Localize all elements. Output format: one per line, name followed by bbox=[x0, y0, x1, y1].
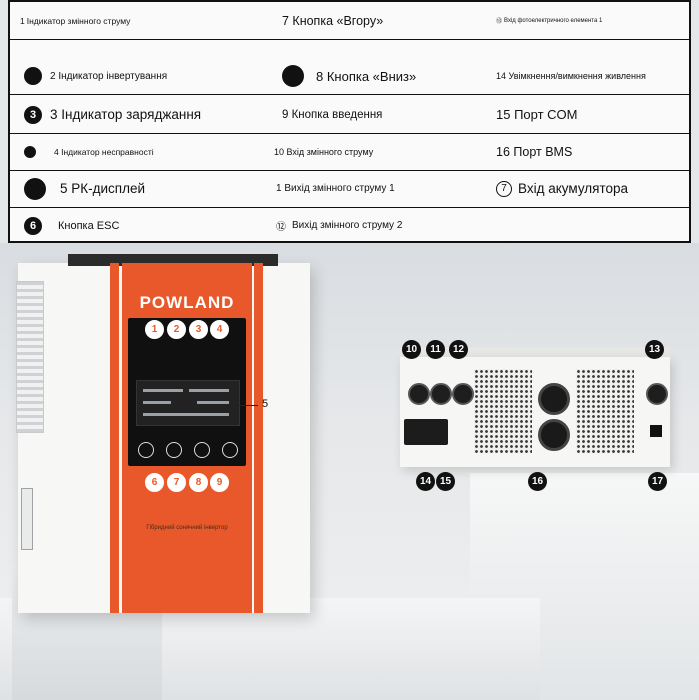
callout-5: 5 bbox=[262, 398, 269, 410]
callout-6: 6 bbox=[145, 473, 164, 492]
legend-label: 7 Кнопка «Вгору» bbox=[282, 13, 384, 28]
legend-label: 2 Індикатор інвертування bbox=[50, 70, 168, 82]
rear-unit-top bbox=[400, 347, 670, 357]
product-tagline: Гібридний сонячний інвертор bbox=[146, 525, 228, 531]
callout-7: 7 bbox=[167, 473, 186, 492]
rear-vent bbox=[474, 369, 532, 453]
pv-input-port bbox=[646, 383, 668, 405]
accent-stripe bbox=[254, 263, 263, 613]
front-panel: POWLAND Гібридний сонячний інвертор bbox=[122, 263, 252, 613]
com-bms-ports bbox=[404, 419, 448, 445]
legend-marker-icon bbox=[24, 146, 36, 158]
legend-row: 3 3 Індикатор заряджання 9 Кнопка введен… bbox=[10, 96, 689, 134]
inverter-rear bbox=[400, 357, 670, 467]
enter-button[interactable] bbox=[222, 442, 238, 458]
brand-logo: POWLAND bbox=[139, 293, 235, 312]
legend-label: 4 Індикатор несправності bbox=[54, 147, 154, 157]
callout-1: 1 bbox=[145, 320, 164, 339]
legend-marker-icon bbox=[24, 67, 42, 85]
rear-vent bbox=[576, 369, 634, 453]
legend-label: 8 Кнопка «Вниз» bbox=[316, 68, 417, 84]
ac-output-port-1 bbox=[430, 383, 452, 405]
legend-label: Вхід фотоелектричного елемента 1 bbox=[504, 17, 603, 24]
legend-row: 4 Індикатор несправності 10 Вхід змінног… bbox=[10, 134, 689, 171]
legend-marker-icon bbox=[282, 65, 304, 87]
product-photo: POWLAND Гібридний сонячний інвертор bbox=[0, 243, 699, 700]
legend-row: 1 Індикатор змінного струму 7 Кнопка «Вг… bbox=[10, 2, 689, 40]
callout-3: 3 bbox=[189, 320, 208, 339]
callout-17: 17 bbox=[648, 472, 667, 491]
callout-11: 11 bbox=[426, 340, 445, 359]
legend-label: 10 Вхід змінного струму bbox=[274, 147, 374, 157]
legend-label: 15 Порт COM bbox=[496, 107, 578, 122]
ac-input-port bbox=[408, 383, 430, 405]
legend-label: 16 Порт BMS bbox=[496, 145, 573, 159]
side-vent bbox=[16, 281, 44, 433]
callout-8: 8 bbox=[189, 473, 208, 492]
side-clamp bbox=[21, 488, 33, 550]
legend-row: 2 Індикатор інвертування 8 Кнопка «Вниз»… bbox=[10, 58, 689, 95]
legend-label: 9 Кнопка введення bbox=[282, 108, 383, 121]
battery-positive-terminal bbox=[538, 383, 570, 415]
callout-2: 2 bbox=[167, 320, 186, 339]
callout-9: 9 bbox=[210, 473, 229, 492]
legend-label: Вхід акумулятора bbox=[518, 181, 629, 196]
legend-label: 14 Увімкнення/вимкнення живлення bbox=[496, 71, 646, 81]
power-switch bbox=[650, 425, 662, 437]
callout-14: 14 bbox=[416, 472, 435, 491]
callout-12: 12 bbox=[449, 340, 468, 359]
legend-number-icon: 3 bbox=[24, 105, 42, 124]
legend-number-icon: 6 bbox=[24, 216, 42, 235]
callout-4: 4 bbox=[210, 320, 229, 339]
callout-15: 15 bbox=[436, 472, 455, 491]
lcd-display bbox=[136, 380, 240, 426]
callout-13: 13 bbox=[645, 340, 664, 359]
legend-label: Індикатор змінного струму bbox=[26, 15, 131, 26]
legend-row: 6 Кнопка ESC ⑫ Вихід змінного струму 2 bbox=[10, 208, 689, 243]
control-panel bbox=[128, 318, 246, 466]
legend-number: ⑬ bbox=[496, 19, 503, 25]
down-button[interactable] bbox=[194, 442, 210, 458]
legend-label: 3 Індикатор заряджання bbox=[50, 107, 202, 122]
legend-row: 5 РК-дисплей 1 Вихід змінного струму 1 7… bbox=[10, 170, 689, 208]
legend-table: 1 Індикатор змінного струму 7 Кнопка «Вг… bbox=[8, 0, 691, 243]
legend-label: 1 Вихід змінного струму 1 bbox=[276, 183, 395, 194]
legend-label: Кнопка ESC bbox=[58, 219, 120, 232]
legend-number: 1 bbox=[20, 15, 25, 26]
callout-leader bbox=[228, 405, 258, 406]
up-button[interactable] bbox=[166, 442, 182, 458]
legend-number-icon: 7 bbox=[496, 180, 512, 197]
accent-stripe bbox=[110, 263, 119, 613]
button-row bbox=[138, 442, 238, 458]
inverter-front: POWLAND Гібридний сонячний інвертор bbox=[16, 254, 310, 613]
ac-output-port-2 bbox=[452, 383, 474, 405]
callout-16: 16 bbox=[528, 472, 547, 491]
legend-marker-icon bbox=[24, 177, 46, 200]
esc-button[interactable] bbox=[138, 442, 154, 458]
legend-label: 5 РК-дисплей bbox=[60, 181, 146, 196]
callout-10: 10 bbox=[402, 340, 421, 359]
legend-label: Вихід змінного струму 2 bbox=[292, 220, 403, 231]
legend-number-icon: ⑫ bbox=[276, 222, 286, 233]
battery-negative-terminal bbox=[538, 419, 570, 451]
